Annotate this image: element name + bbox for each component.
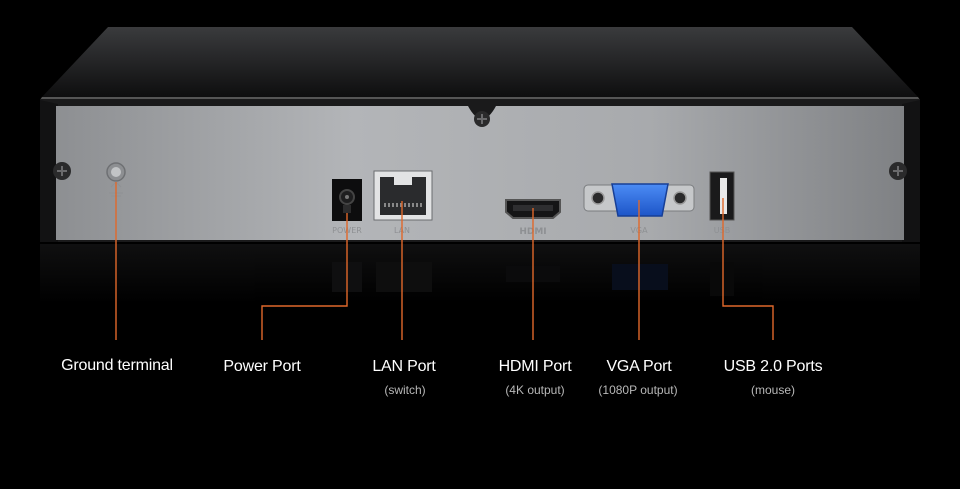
- lan-port: [373, 170, 433, 221]
- callout-lan-port: LAN Port: [372, 358, 436, 375]
- device-reflection: [40, 244, 920, 304]
- callout-hdmi-port: HDMI Port: [498, 358, 572, 375]
- callout-vga-port-note: (1080P output): [598, 383, 678, 397]
- callout-lan-port-note: (switch): [384, 383, 426, 397]
- callout-hdmi-port-note: (4K output): [505, 383, 565, 397]
- usb-port: [709, 171, 735, 221]
- leader-line-usb: [722, 198, 774, 340]
- callout-usb-port: USB 2.0 Ports: [723, 358, 823, 375]
- callout-vga-port: VGA Port: [606, 358, 672, 375]
- ground-terminal-screw: [106, 162, 126, 197]
- rear-panel: [56, 106, 904, 240]
- side-screw-right: [889, 162, 907, 180]
- callout-power-port: Power Port: [223, 358, 301, 375]
- callout-ground-terminal: Ground terminal: [61, 357, 173, 374]
- device-top-cover: [40, 27, 920, 100]
- power-port: [332, 179, 362, 221]
- vga-port: [583, 183, 695, 217]
- callout-usb-port-note: (mouse): [750, 383, 796, 397]
- panel-label-usb: USB: [714, 226, 730, 235]
- leader-line-power: [261, 213, 348, 340]
- side-screw-left: [53, 162, 71, 180]
